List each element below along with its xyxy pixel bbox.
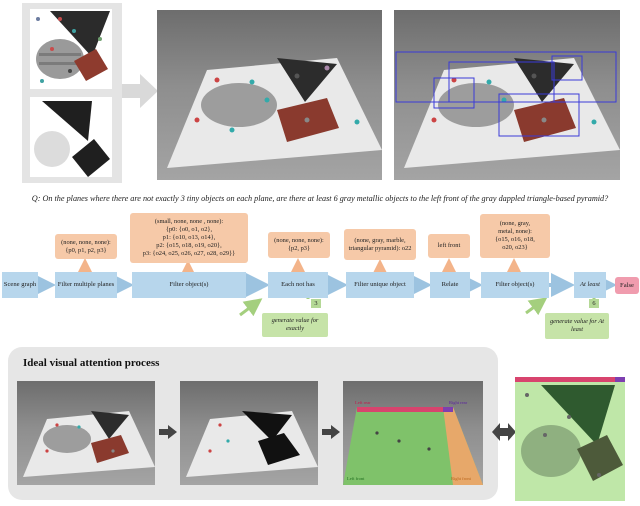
rendered-scene-image (157, 10, 382, 180)
module-label: Filter object(s) (495, 281, 535, 288)
step-double-arrow (492, 423, 516, 446)
output-relate-text: left front (437, 242, 461, 249)
value-text: 3 (314, 300, 318, 307)
generator-exactly: generate value for exactly (262, 313, 328, 337)
module-scene-graph: Scene graph (2, 272, 38, 298)
map-to-scene-arrow (122, 72, 158, 117)
module-label: Scene graph (3, 281, 37, 288)
label-left-rear: Left rear (355, 400, 371, 405)
step-arrow-2 (322, 425, 340, 444)
module-filter-objects-2: Filter object(s) (481, 272, 549, 298)
module-relate: Relate (430, 272, 470, 298)
module-label: Filter object(s) (169, 281, 209, 288)
generator-text: generate value for exactly (271, 317, 319, 332)
output-objects-line: (small, none, none , none): (154, 218, 224, 225)
output-objects-line: p3: {o24, o25, o26, o27, o28, o29}} (142, 250, 236, 257)
output-filter-line: o20, o23} (502, 244, 528, 251)
label-right-front: Right front (451, 476, 471, 481)
module-label: Filter unique object (354, 281, 406, 288)
output-each-not-has: (none, none, none): {p2, p3} (268, 232, 330, 258)
attention-step-regions: Left rear Right rear Left front Right fr… (343, 381, 483, 485)
module-filter-multiple-planes: Filter multiple planes (55, 272, 117, 298)
answer-false: False (615, 277, 639, 294)
top-down-texture-map (30, 9, 112, 89)
output-objects-line: {p0: {o0, o1, o2}, (165, 226, 213, 233)
output-relate: left front (428, 234, 470, 258)
value-text: 6 (592, 300, 596, 307)
module-label: At least (580, 281, 600, 288)
output-filter-line: metal, none): (498, 228, 532, 235)
module-at-least: At least (574, 272, 606, 298)
top-down-shape-map (30, 97, 112, 177)
output-unique-object-text: (none, gray, marble, triangular pyramid)… (348, 236, 412, 252)
module-label: Each not has (281, 281, 315, 288)
module-label: Filter multiple planes (57, 281, 115, 288)
output-objects-line: p2: {o15, o18, o19, o20}, (156, 242, 222, 249)
module-label: Relate (441, 281, 459, 288)
rendered-scene-with-bboxes (394, 10, 620, 180)
module-filter-unique-object: Filter unique object (346, 272, 414, 298)
label-right-rear: Right rear (449, 400, 468, 405)
ideal-attention-title: Ideal visual attention process (23, 357, 160, 369)
output-objects-line: p1: {o10, o13, o14}, (162, 234, 216, 241)
attention-step-planes (180, 381, 318, 485)
label-left-front: Left front (347, 476, 365, 481)
generator-at-least: generate value for At least (545, 313, 609, 339)
step-arrow-1 (159, 425, 177, 444)
question-text: Q: On the planes where there are not exa… (31, 194, 609, 203)
output-planes: (none, none, none): {p0, p1, p2, p3} (55, 234, 117, 259)
generator-text: generate value for At least (549, 318, 604, 333)
value-box-at-least: 6 (589, 299, 599, 308)
value-box-exactly: 3 (311, 299, 321, 308)
output-filter-objects-2: (none, gray, metal, none): {o15, o16, o1… (480, 214, 550, 258)
output-unique-object: (none, gray, marble, triangular pyramid)… (344, 229, 416, 260)
attention-step-original (17, 381, 155, 485)
output-planes-text: (none, none, none): {p0, p1, p2, p3} (61, 238, 111, 254)
attention-top-down-map (515, 377, 625, 501)
output-objects: (small, none, none , none): {p0: {o0, o1… (130, 213, 248, 263)
output-filter-line: (none, gray, (499, 220, 531, 227)
output-filter-line: {o15, o16, o18, (495, 236, 535, 243)
answer-label: False (620, 282, 634, 289)
module-filter-objects: Filter object(s) (132, 272, 246, 298)
output-each-not-has-text: (none, none, none): {p2, p3} (274, 237, 324, 252)
module-each-not-has: Each not has (268, 272, 328, 298)
top-down-map-panel (22, 3, 122, 183)
